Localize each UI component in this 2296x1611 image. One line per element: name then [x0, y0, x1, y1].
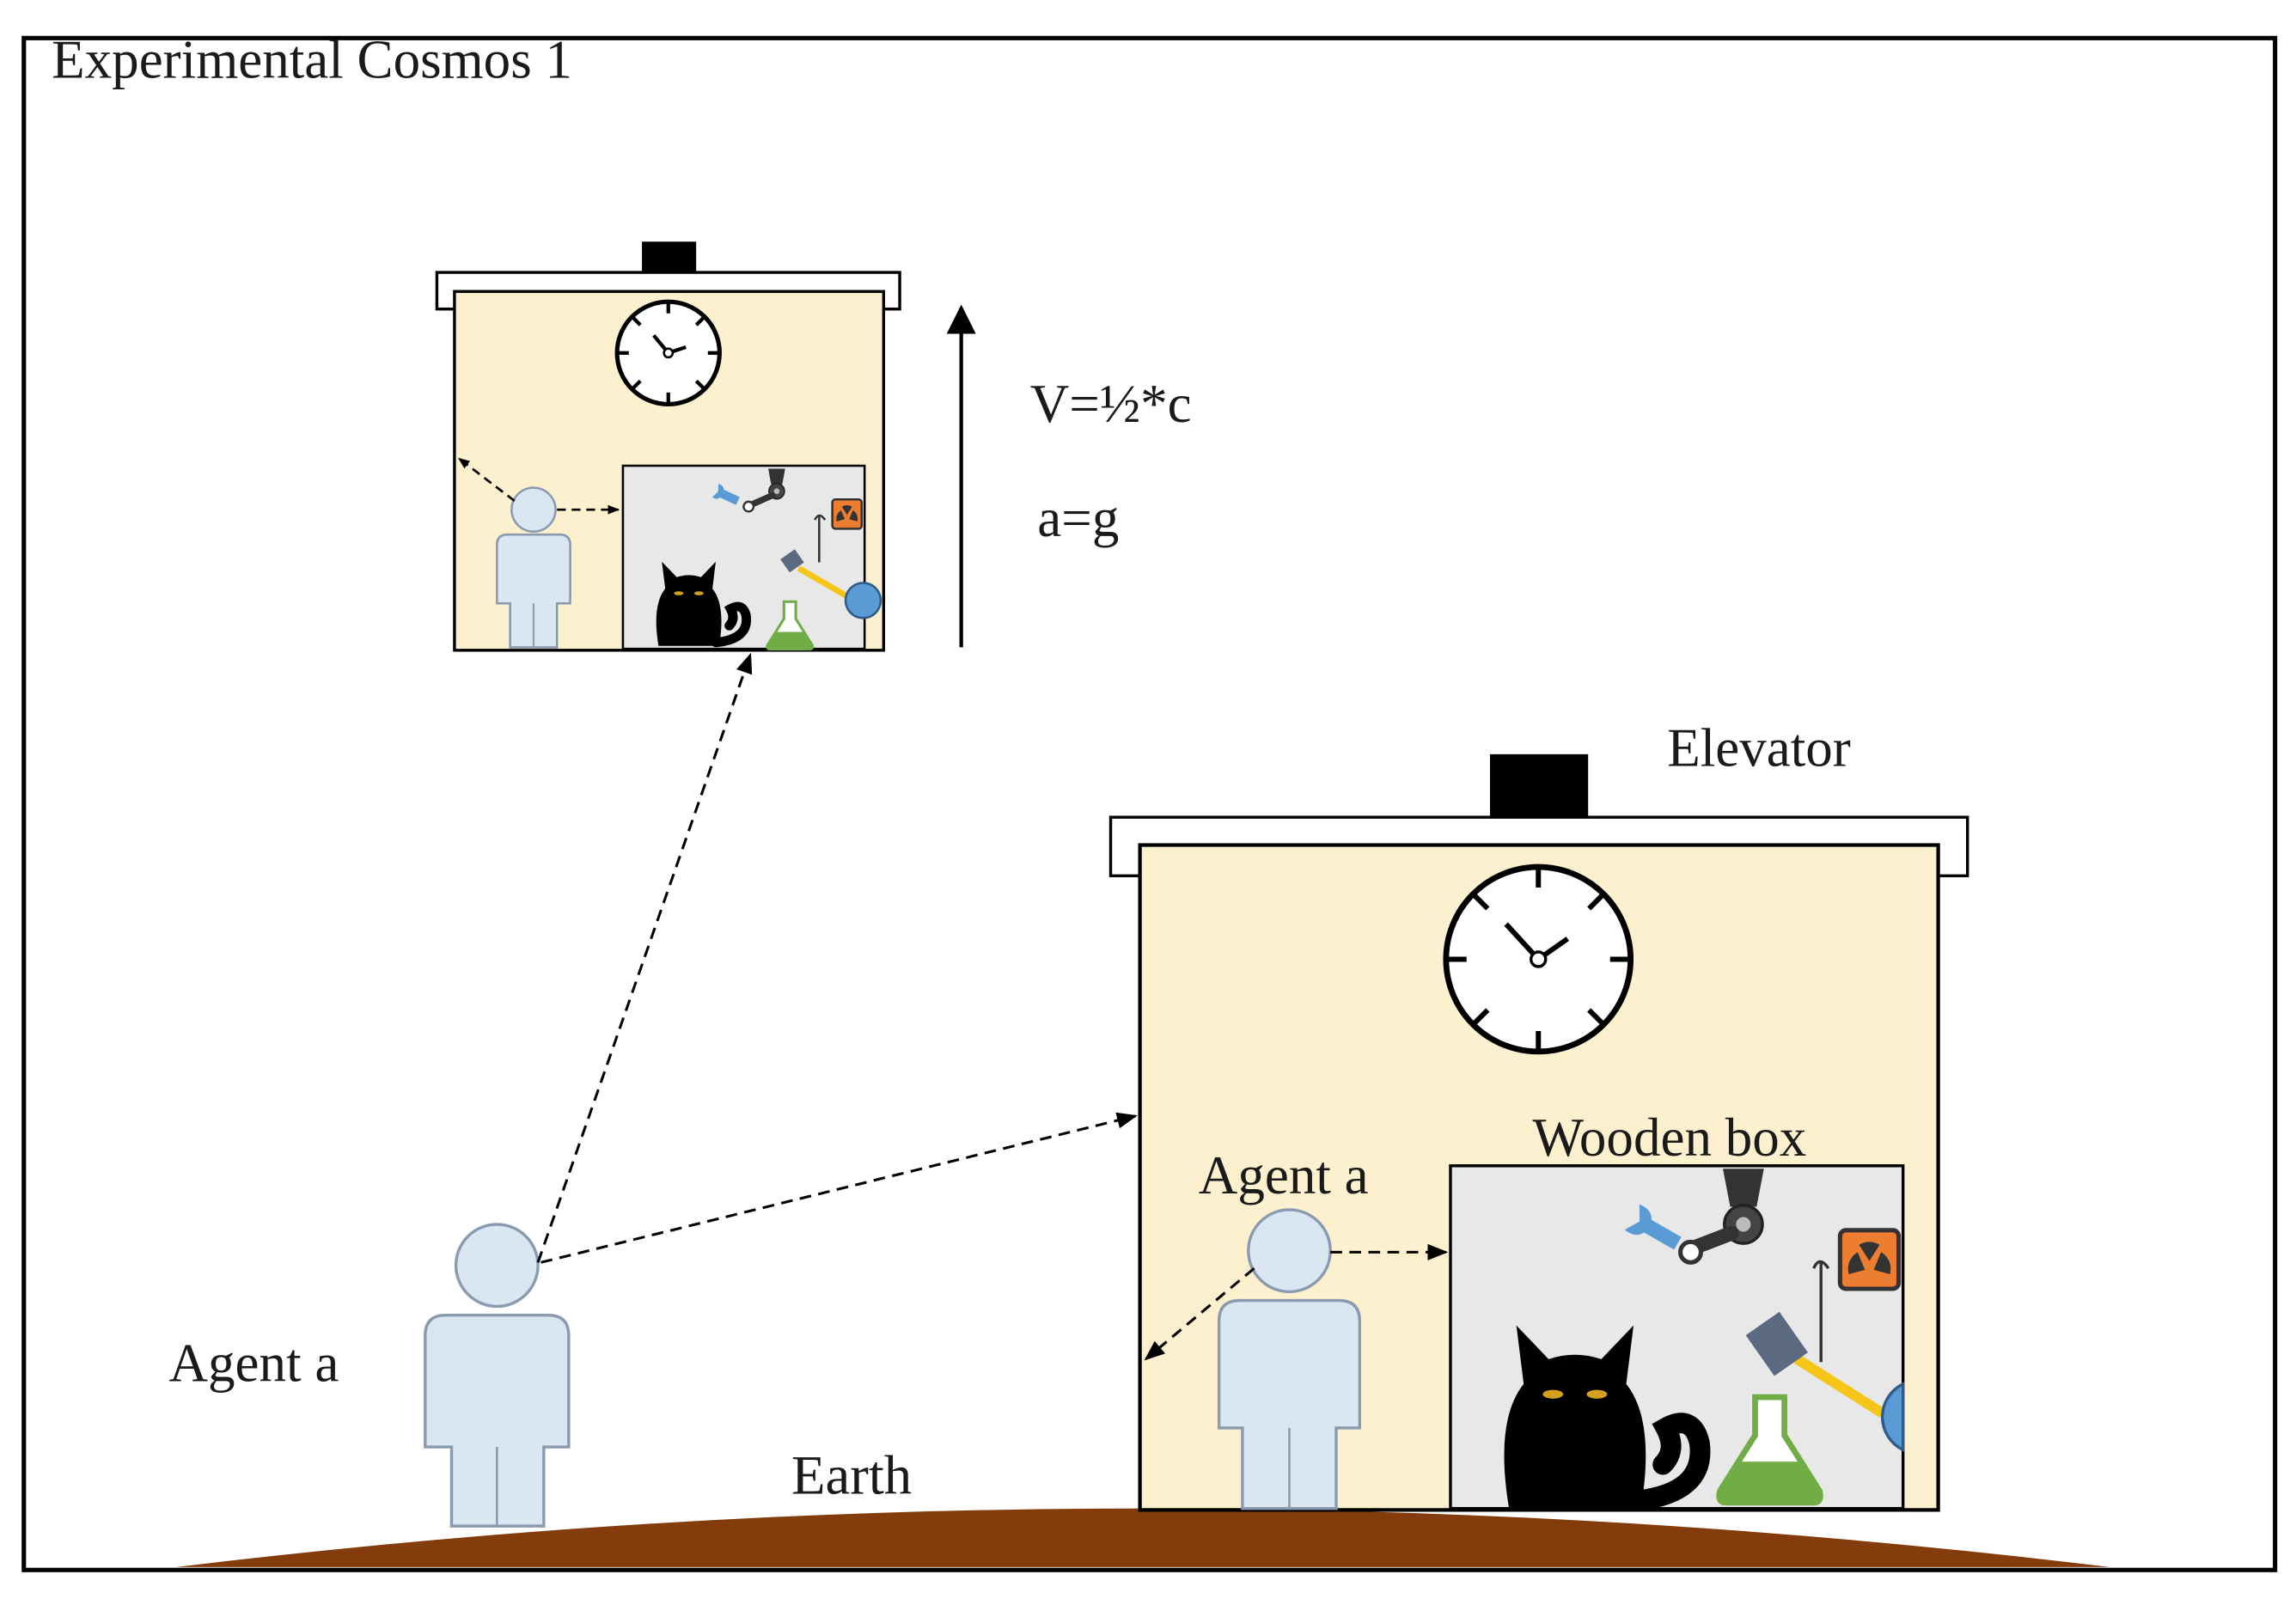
wrench-icon [1624, 1204, 1682, 1250]
flask-icon [766, 600, 815, 650]
elevator-top-mount [1490, 754, 1589, 821]
hammer-handle [1787, 1350, 1886, 1418]
elevator-on-earth [1108, 754, 1969, 1512]
earth-label: Earth [791, 1445, 912, 1507]
sightline-to-moving-elevator [536, 652, 753, 1263]
agent-outside-label: Agent a [169, 1333, 339, 1393]
acceleration-label: a=g [1037, 488, 1119, 548]
earth-ground [176, 1508, 2110, 1567]
radiation-icon [1837, 1228, 1902, 1291]
hammer-icon [780, 549, 804, 573]
agent-inside-label: Agent a [1199, 1145, 1369, 1205]
velocity-label: V=½*c [1030, 374, 1192, 434]
hook-icon [1812, 1260, 1830, 1363]
sightline [1144, 1266, 1255, 1361]
diagram-title: Experimental Cosmos 1 [52, 29, 572, 89]
ball-icon [1880, 1382, 1905, 1453]
cat-icon [1504, 1325, 1711, 1512]
hook-icon [814, 514, 827, 563]
radiation-icon [831, 497, 864, 530]
cat-icon [656, 561, 752, 648]
sightline-to-elevator [540, 1112, 1138, 1264]
elevator-label: Elevator [1667, 717, 1851, 778]
clock-icon [1443, 863, 1634, 1055]
sightline [457, 457, 516, 503]
clock-icon [614, 299, 722, 407]
wrench-icon [711, 484, 740, 505]
wooden-box-label: Wooden box [1532, 1108, 1806, 1168]
hammer-handle [797, 565, 856, 603]
person-icon [424, 1223, 571, 1528]
hammer-icon [1745, 1311, 1808, 1376]
moving-elevator [435, 241, 901, 652]
person-icon [496, 486, 571, 649]
robot-arm-icon [742, 468, 785, 513]
elevator-top-mount [642, 241, 697, 276]
ball-icon [844, 582, 882, 619]
robot-arm-icon [1678, 1169, 1764, 1265]
flask-icon [1716, 1394, 1823, 1506]
person-icon [1217, 1208, 1362, 1510]
